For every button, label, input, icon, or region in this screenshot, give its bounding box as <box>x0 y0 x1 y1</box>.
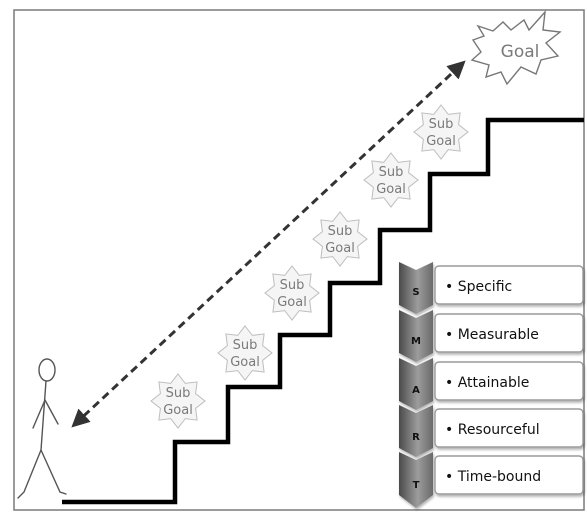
smart-list: S • Specific M • Measurable A • Attainab… <box>399 262 584 508</box>
smart-text-box <box>434 455 584 495</box>
smart-letter: A <box>412 385 420 396</box>
smart-word: Attainable <box>458 375 530 391</box>
sub-goal-badge: Sub Goal <box>312 211 368 267</box>
sub-goal-badge: Sub Goal <box>363 152 419 208</box>
smart-item-time-bound: T • Time-bound <box>399 452 584 508</box>
smart-letter: T <box>413 480 420 491</box>
smart-text-box <box>434 313 584 353</box>
smart-chevron <box>399 310 433 362</box>
smart-item-measurable: M • Measurable <box>399 310 584 362</box>
stick-figure <box>17 358 67 499</box>
smart-chevron <box>399 452 433 508</box>
sub-goal-badge: Sub Goal <box>264 265 320 321</box>
sub-goal-line2: Goal <box>376 182 406 197</box>
sub-goal-line2: Goal <box>277 295 307 310</box>
smart-letter: S <box>412 287 419 298</box>
smart-word: Measurable <box>458 327 539 343</box>
smart-text: • Measurable <box>445 327 539 343</box>
smart-text-box <box>434 408 584 448</box>
smart-letter: M <box>411 336 421 347</box>
smart-item-resourceful: R • Resourceful <box>399 405 584 457</box>
goal-burst: Goal <box>470 9 562 86</box>
sub-goal-line1: Sub <box>379 165 404 180</box>
sub-goal-line2: Goal <box>325 241 355 256</box>
smart-word: Resourceful <box>458 422 540 438</box>
smart-item-attainable: A • Attainable <box>399 358 584 410</box>
smart-text-box <box>434 361 584 401</box>
smart-item-specific: S • Specific <box>399 262 584 314</box>
goal-label: Goal <box>501 42 540 62</box>
smart-text: • Specific <box>445 279 512 295</box>
sub-goal-line1: Sub <box>166 386 191 401</box>
sub-goal-line2: Goal <box>163 403 193 418</box>
sub-goal-badge: Sub Goal <box>413 104 469 160</box>
smart-chevron <box>399 358 433 410</box>
dashed-double-arrow <box>71 60 466 428</box>
sub-goal-group: Sub Goal Sub Goal Sub Goal Sub Goal Sub … <box>150 104 469 429</box>
frame-border <box>13 9 585 511</box>
smart-text: • Attainable <box>445 375 529 391</box>
smart-text-box <box>434 265 584 305</box>
sub-goal-line1: Sub <box>233 338 258 353</box>
sub-goal-badge: Sub Goal <box>217 325 273 381</box>
sub-goal-line2: Goal <box>230 355 260 370</box>
smart-word: Specific <box>458 279 513 295</box>
smart-word: Time-bound <box>457 469 541 485</box>
sub-goal-line1: Sub <box>429 117 454 132</box>
sub-goal-line2: Goal <box>426 134 456 149</box>
sub-goal-line1: Sub <box>280 278 305 293</box>
smart-letter: R <box>412 432 420 443</box>
sub-goal-line1: Sub <box>328 224 353 239</box>
sub-goal-badge: Sub Goal <box>150 373 206 429</box>
smart-text: • Resourceful <box>445 422 540 438</box>
smart-text: • Time-bound <box>445 469 541 485</box>
smart-chevron <box>399 262 433 314</box>
smart-chevron <box>399 405 433 457</box>
